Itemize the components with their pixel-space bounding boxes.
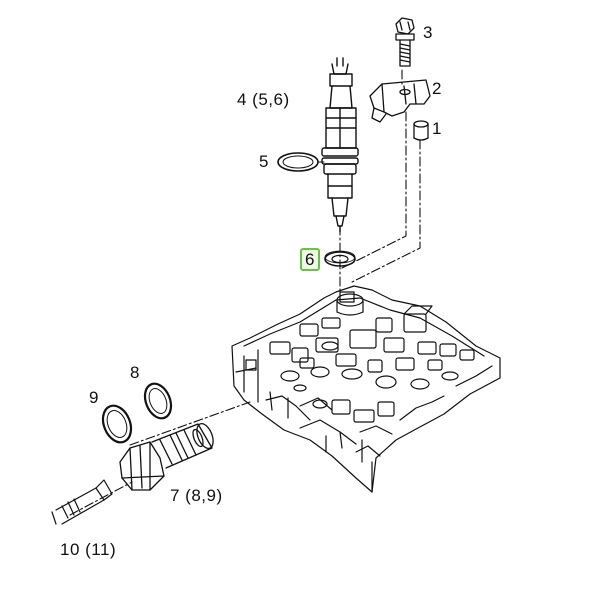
- callout-7-8-9[interactable]: 7 (8,9): [170, 486, 223, 505]
- callout-10-11[interactable]: 10 (11): [60, 540, 117, 559]
- callout-6-highlighted[interactable]: 6: [300, 248, 320, 271]
- pressure-connector-7: [119, 423, 214, 491]
- callout-1[interactable]: 1: [432, 119, 442, 138]
- cylinder-head: [231, 285, 501, 493]
- seal-washer-6: [324, 250, 356, 267]
- callout-5[interactable]: 5: [259, 152, 269, 171]
- pipe-10: [51, 479, 113, 525]
- clamp-2: [369, 79, 431, 123]
- callout-3[interactable]: 3: [423, 23, 433, 42]
- callout-2[interactable]: 2: [432, 79, 442, 98]
- callout-8[interactable]: 8: [130, 363, 140, 382]
- o-ring-9: [101, 404, 133, 444]
- o-ring-8: [143, 382, 173, 420]
- callout-9[interactable]: 9: [89, 388, 99, 407]
- sleeve-1: [413, 120, 429, 141]
- injector-part: [321, 57, 359, 233]
- assembly-centerlines: [69, 69, 421, 516]
- callout-4-5-6[interactable]: 4 (5,6): [237, 90, 290, 109]
- bolt-3: [395, 17, 415, 67]
